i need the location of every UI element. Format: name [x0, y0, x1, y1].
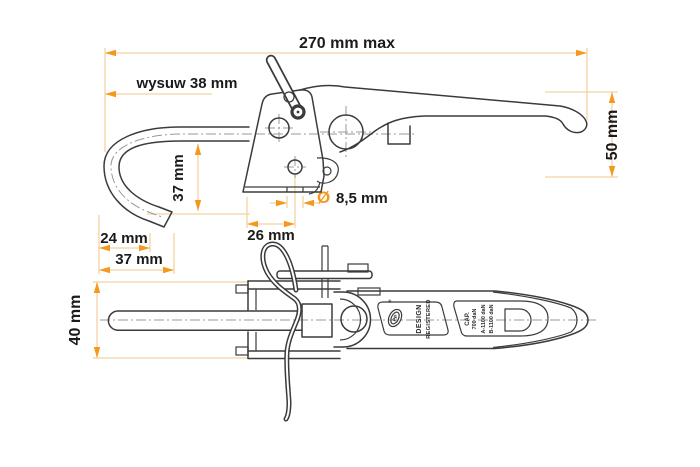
strike-nub [387, 122, 411, 145]
dimension-lines [93, 48, 618, 359]
dim-overall-length: 270 mm max [299, 35, 395, 52]
mounting-plate [242, 89, 325, 193]
plate-hole-small [287, 159, 303, 175]
diameter-symbol: Ø [317, 188, 330, 207]
marking-registered: REGISTERED [426, 299, 432, 338]
dim-hook-drop: 37 mm [170, 154, 187, 202]
rod [107, 310, 303, 331]
dim-hole-diameter: 8,5 mm [336, 190, 388, 207]
handle-outline [299, 84, 588, 153]
rod-end-block [301, 303, 333, 338]
dim-hook-tip: 24 mm [100, 230, 148, 247]
marking-cap-b: B-1100 daN [489, 304, 495, 333]
plate-hole-large [268, 117, 290, 139]
handle-hole [340, 305, 368, 333]
marking-cap: CAP. [465, 312, 471, 326]
cap-panel [453, 300, 549, 337]
marking-cap-value: 700 daN [472, 309, 478, 330]
safety-wire [260, 241, 302, 422]
dim-stroke: wysuw 38 mm [136, 75, 238, 92]
dim-hook-depth: 37 mm [115, 251, 163, 268]
catch-curl [308, 157, 339, 195]
locking-pin [276, 245, 373, 298]
svg-text:PP: PP [392, 313, 401, 322]
hook-outline [103, 126, 250, 228]
pp-logo: PP [387, 308, 403, 328]
handle-top-view: PP ® DESIGN REGISTERED CAP. 700 daN A-11… [340, 290, 589, 350]
dim-hole-offset: 26 mm [247, 227, 295, 244]
marking-design: DESIGN [416, 304, 423, 333]
dim-height: 50 mm [604, 110, 621, 161]
cap-panel-blister [504, 308, 532, 332]
registered-mark: ® [388, 298, 392, 304]
hook-centerline [110, 133, 252, 218]
stick-collar [283, 91, 295, 103]
cam-circle [328, 114, 364, 150]
dimension-arrows [93, 49, 616, 358]
catch-detail [322, 166, 332, 176]
side-view [103, 54, 588, 228]
dimension-labels: 270 mm max wysuw 38 mm 50 mm 37 mm Ø 8,5… [67, 35, 621, 345]
top-view: PP ® DESIGN REGISTERED CAP. 700 daN A-11… [100, 241, 598, 422]
design-panel [377, 301, 449, 336]
marking-cap-a: A-1100 daN [481, 304, 487, 333]
dim-plate-width: 40 mm [67, 295, 84, 346]
